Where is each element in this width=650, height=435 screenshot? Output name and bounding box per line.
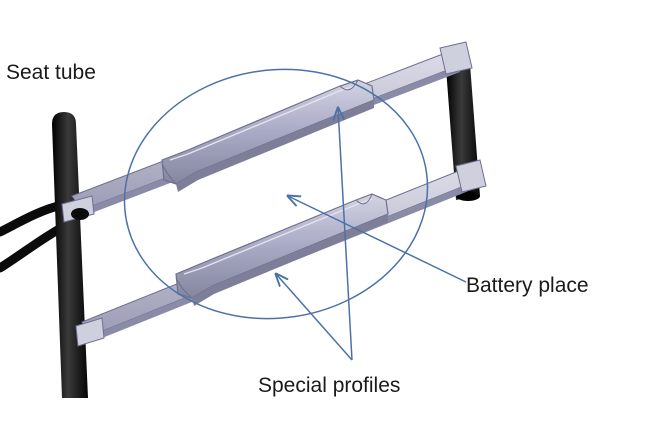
arrow-battery-place [288, 196, 467, 283]
battery-place-label: Battery place [466, 274, 589, 297]
upper-special-profile [161, 79, 375, 192]
arrow-profile-lower [276, 274, 353, 361]
annotation-arrows [276, 108, 467, 361]
battery-area-ellipse [123, 68, 429, 320]
special-profiles-label: Special profiles [258, 374, 401, 397]
seat-tube-label: Seat tube [6, 61, 96, 84]
clamp-brackets [61, 41, 487, 347]
lower-special-profile [175, 193, 389, 306]
arrow-profile-upper [338, 108, 353, 361]
seat-tube [52, 112, 88, 398]
